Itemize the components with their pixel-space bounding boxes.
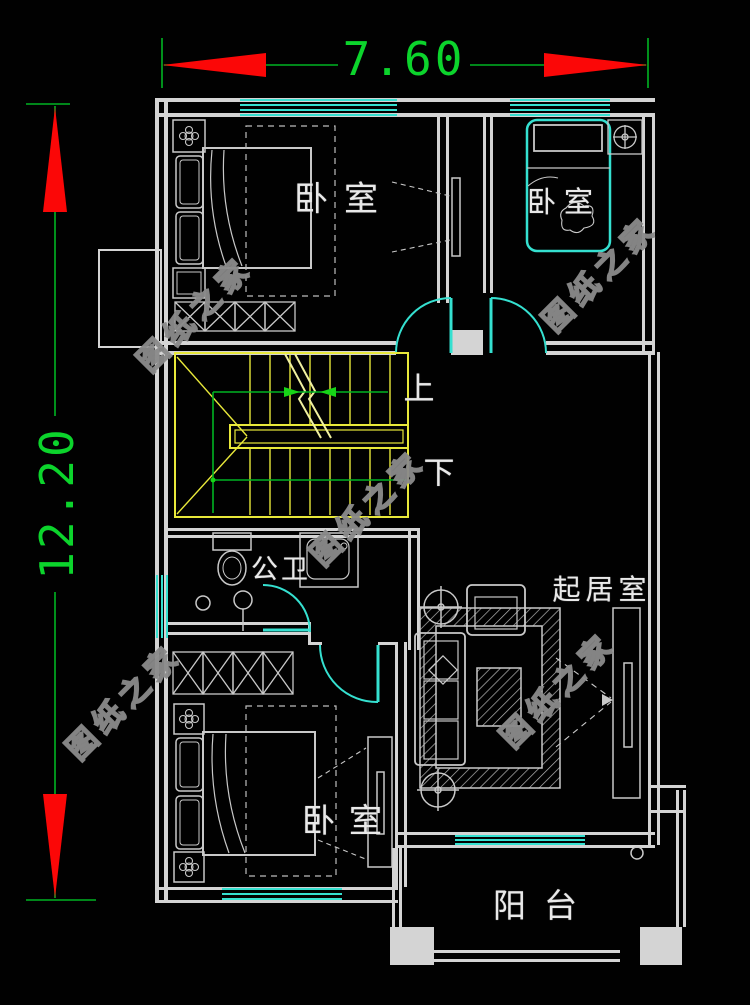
stair-direction-lines xyxy=(212,391,406,513)
toilet-icon xyxy=(212,532,252,586)
dimension-width-label: 7.60 xyxy=(342,32,466,86)
bedroom-bottom-furniture xyxy=(173,703,393,883)
dimension-left-arrows xyxy=(43,107,67,898)
stair-direction-arrows xyxy=(210,387,336,483)
room-label-bedroom-top-right: 卧室 xyxy=(526,185,602,219)
windows xyxy=(156,99,610,900)
tv-cabinet xyxy=(555,607,641,799)
floor-drain-icon xyxy=(195,595,211,611)
coffee-table xyxy=(476,667,522,727)
balcony-drain-icon xyxy=(630,846,644,860)
bathroom-fixtures xyxy=(195,532,359,631)
planter-icon xyxy=(178,708,200,730)
bedroom-top-left-furniture xyxy=(172,119,461,299)
shower-icon xyxy=(233,590,253,610)
ceiling-fan-icon xyxy=(607,119,643,155)
room-label-bathroom: 公卫 xyxy=(251,554,311,586)
planter-icon xyxy=(178,125,200,147)
living-room-furniture xyxy=(414,584,641,811)
stairs-down-label: 下 xyxy=(423,455,455,492)
wall-bumpout xyxy=(98,249,162,348)
ceiling-light-icon xyxy=(417,769,459,811)
armchair xyxy=(466,584,526,636)
bedroom-top-right-furniture xyxy=(525,118,643,253)
room-label-living-room: 起居室 xyxy=(552,573,652,606)
doors xyxy=(262,297,547,704)
sofa xyxy=(414,632,466,766)
dimension-top-arrows xyxy=(162,53,648,77)
room-label-bedroom-top-left: 卧室 xyxy=(294,179,394,220)
wardrobe-bottom xyxy=(172,651,294,695)
dimension-height-label: 12.20 xyxy=(30,426,84,580)
stair-break-line xyxy=(284,353,332,439)
planter-icon xyxy=(178,856,200,878)
room-label-balcony: 阳台 xyxy=(493,886,595,925)
room-label-bedroom-bottom: 卧室 xyxy=(302,801,396,840)
staircase xyxy=(174,352,409,518)
stairs-up-label: 上 xyxy=(403,371,435,408)
washbasin-icon xyxy=(299,532,359,588)
walls xyxy=(155,98,686,965)
wardrobe-top xyxy=(174,301,296,332)
ceiling-light-icon xyxy=(420,586,462,628)
